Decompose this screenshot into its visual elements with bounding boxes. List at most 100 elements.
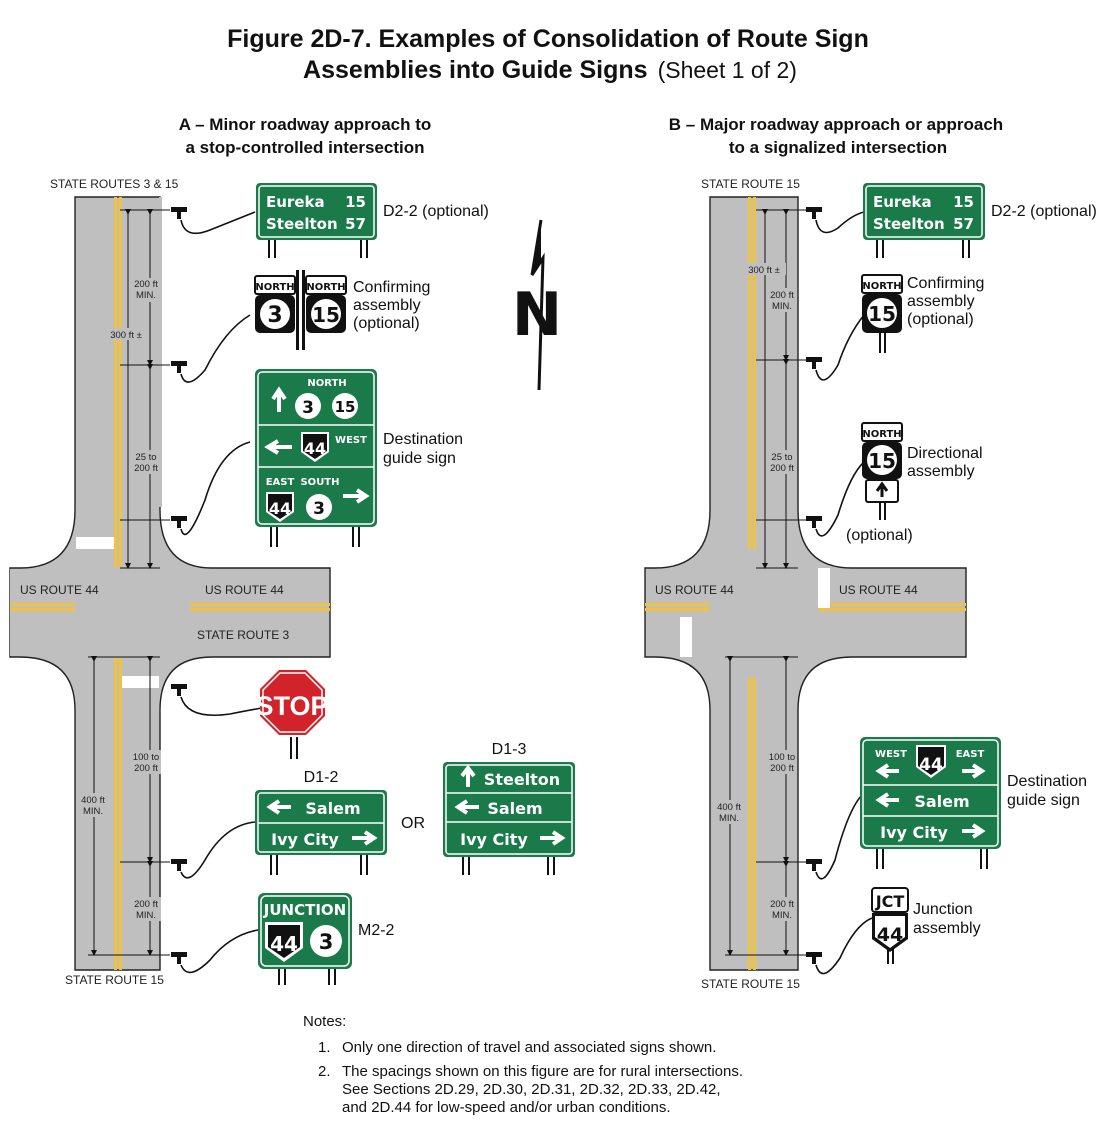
sign-a-d13-steelton: Steelton (484, 770, 560, 789)
label-a-d1-2: D1-2 (304, 769, 339, 786)
sign-a-d1-2: Salem Ivy City (255, 790, 387, 875)
sign-a-junction-m2-2: JUNCTION 44 3 (258, 893, 352, 985)
dim-b-min3: MIN. (772, 910, 792, 921)
sign-a-destination-guide: NORTH 3 15 44 WEST EAST SOUTH 44 3 (255, 369, 377, 547)
label-a-optional: (optional) (353, 315, 420, 332)
panel-a-title-line2: a stop-controlled intersection (186, 138, 425, 157)
sign-a-dest-west: WEST (335, 435, 367, 446)
dim-200ft-a3: 200 ft (134, 763, 158, 774)
label-a-d1-3: D1-3 (492, 741, 527, 758)
sign-b-dest-salem: Salem (914, 792, 969, 811)
up-arrow-icon (875, 481, 889, 497)
notes-heading: Notes: (303, 1013, 346, 1030)
dim-min-a3: MIN. (136, 910, 156, 921)
sign-a-stop-text: STOP (255, 691, 328, 721)
label-b-directional: Directional (907, 445, 983, 462)
dim-200ft-a4: 200 ft (134, 899, 158, 910)
label-b-confirming: Confirming (907, 275, 984, 292)
figure-title-line2: Assemblies into Guide Signs(Sheet 1 of 2… (303, 56, 797, 84)
north-letter: N (512, 280, 562, 350)
dim-300ft-a: 300 ft ± (110, 330, 142, 341)
sign-a-dest-south: SOUTH (300, 477, 339, 488)
road-label-state-route-3: STATE ROUTE 3 (197, 628, 290, 642)
note-2-num: 2. (318, 1063, 331, 1080)
sign-b-directional-assembly: NORTH 15 (861, 422, 903, 520)
sign-b-dest-r44: 44 (919, 755, 943, 775)
note-1-num: 1. (318, 1039, 331, 1056)
label-b-dir-optional: (optional) (846, 527, 913, 544)
sign-a-d2-2: Eureka 15 Steelton 57 (256, 183, 377, 258)
label-b-optional: (optional) (907, 311, 974, 328)
panel-b: B – Major roadway approach or approach t… (644, 115, 1097, 991)
sign-b-jct-text: JCT (875, 892, 905, 911)
road-label-state-routes-3-15: STATE ROUTES 3 & 15 (50, 177, 179, 191)
label-a-m2-2: M2-2 (358, 922, 395, 939)
sign-a-dest-north: NORTH (307, 378, 346, 389)
sign-a-d12-ivy-city: Ivy City (271, 830, 339, 849)
sign-a-d22-15: 15 (345, 193, 366, 211)
sign-a-d13-salem: Salem (487, 799, 542, 818)
sign-b-conf-north: NORTH (862, 281, 901, 292)
dim-25to-a: 25 to (135, 452, 156, 463)
label-b-guide-sign: guide sign (1007, 792, 1080, 809)
note-2-line2: See Sections 2D.29, 2D.30, 2D.31, 2D.32,… (342, 1081, 721, 1098)
road-label-b-state-route-15-bottom: STATE ROUTE 15 (701, 977, 800, 991)
road-label-b-us-44-west: US ROUTE 44 (655, 583, 734, 597)
sign-a-d22-eureka: Eureka (266, 193, 325, 211)
panel-a: A – Minor roadway approach to a stop-con… (9, 115, 575, 987)
sign-b-d22-steelton: Steelton (873, 215, 945, 233)
label-a-guide-sign: guide sign (383, 450, 456, 467)
label-b-junction: Junction (913, 901, 973, 918)
sign-a-junction-text: JUNCTION (263, 901, 346, 919)
sign-a-dest-r44: 44 (304, 439, 326, 458)
north-arrow: N (512, 219, 562, 391)
sign-b-conf-r15: 15 (868, 302, 896, 326)
sign-a-dest-r44b: 44 (269, 499, 291, 518)
sign-a-d13-ivy-city: Ivy City (460, 830, 528, 849)
sign-a-route-3: 3 (267, 303, 282, 328)
dim-400ft-a: 400 ft (81, 795, 105, 806)
sign-b-dir-north: NORTH (862, 429, 901, 440)
sign-a-north-1: NORTH (255, 282, 294, 293)
panel-b-sign-markers (806, 207, 873, 975)
dim-100to-a: 100 to (133, 752, 159, 763)
sign-b-d22-57: 57 (953, 215, 974, 233)
label-b-junction-assembly: assembly (913, 920, 981, 937)
sign-a-dest-east: EAST (266, 477, 295, 488)
sign-a-north-2: NORTH (306, 282, 345, 293)
sign-b-dest-west: WEST (875, 749, 907, 760)
road-label-us-44-east: US ROUTE 44 (205, 583, 284, 597)
road-label-b-us-44-east: US ROUTE 44 (839, 583, 918, 597)
sign-b-d22-15: 15 (953, 193, 974, 211)
panel-b-title-line2: to a signalized intersection (729, 138, 947, 157)
dim-b-300ft: 300 ft ± (748, 265, 780, 276)
dim-b-100to: 100 to (769, 752, 795, 763)
dim-b-200ft4: 200 ft (770, 899, 794, 910)
notes: Notes: 1. Only one direction of travel a… (303, 1013, 743, 1116)
label-b-destination: Destination (1007, 773, 1087, 790)
label-a-d2-2-optional: D2-2 (optional) (383, 203, 489, 220)
dim-b-25to: 25 to (771, 452, 792, 463)
sign-a-junction-r3: 3 (319, 930, 334, 954)
label-b-d2-2-optional: D2-2 (optional) (991, 203, 1097, 220)
dim-b-min2: MIN. (719, 813, 739, 824)
note-1-text: Only one direction of travel and associa… (342, 1039, 716, 1056)
panel-a-sign-markers (171, 207, 263, 974)
panel-a-title-line1: A – Minor roadway approach to (179, 115, 432, 134)
dim-200ft-a: 200 ft (134, 279, 158, 290)
label-b-assembly: assembly (907, 293, 975, 310)
label-a-destination: Destination (383, 431, 463, 448)
road-label-state-route-15: STATE ROUTE 15 (65, 973, 164, 987)
dim-b-200ft2: 200 ft (770, 463, 794, 474)
dim-min-a2: MIN. (83, 806, 103, 817)
figure-title-line1: Figure 2D-7. Examples of Consolidation o… (227, 25, 869, 53)
dim-b-200ft3: 200 ft (770, 763, 794, 774)
sign-b-junction-assembly: JCT 44 (871, 887, 909, 964)
sign-b-confirming-assembly: NORTH 15 (861, 274, 903, 353)
panel-b-title-line1: B – Major roadway approach or approach (669, 115, 1003, 134)
sign-a-stop: STOP (255, 670, 329, 759)
label-a-confirming: Confirming (353, 279, 430, 296)
sign-b-destination-guide: WEST EAST 44 Salem Ivy City (860, 737, 1001, 869)
sign-a-d1-3: Steelton Salem Ivy City (443, 762, 575, 875)
